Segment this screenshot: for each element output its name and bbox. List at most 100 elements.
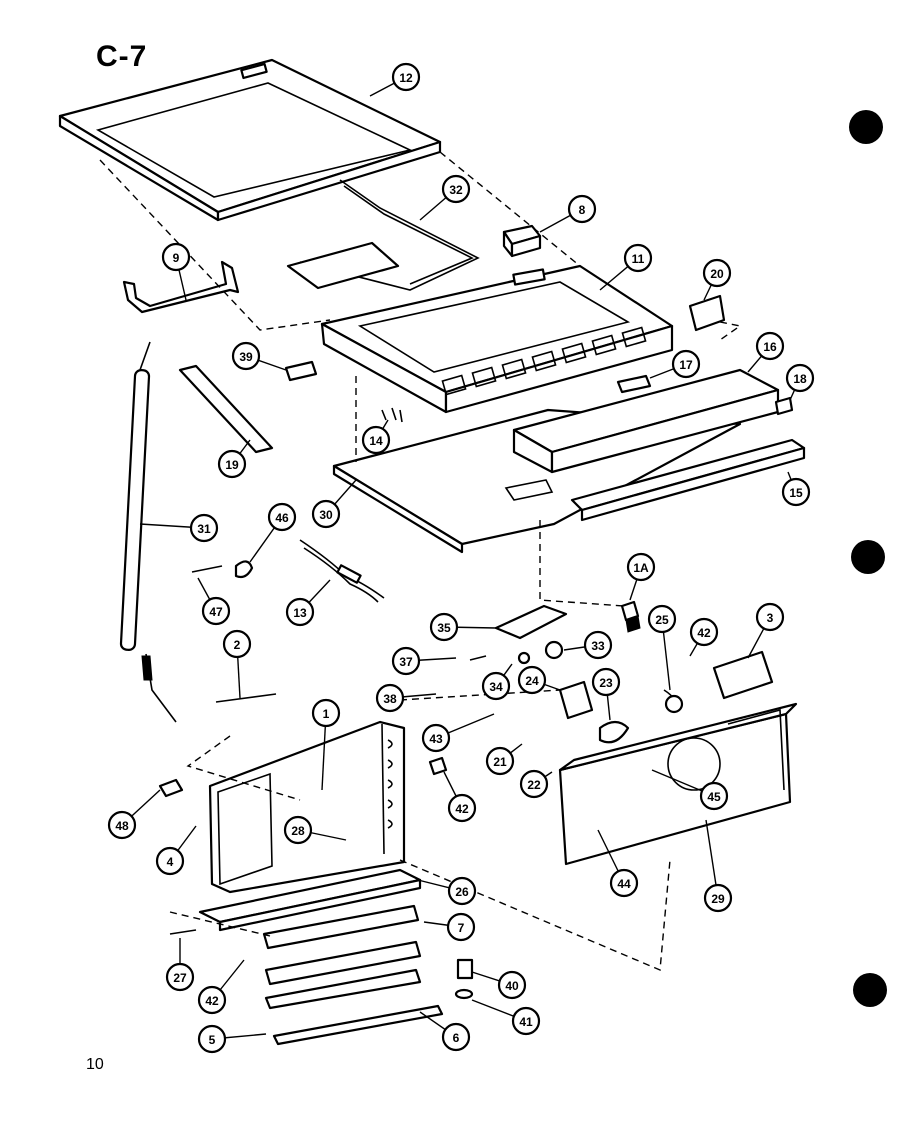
part-cover-plate xyxy=(712,650,774,700)
part-door-frame xyxy=(58,58,442,222)
callout-number: 47 xyxy=(209,605,223,619)
part-front-rail xyxy=(570,438,806,522)
callout-1A: 1A xyxy=(626,552,656,601)
part-wire-harness xyxy=(299,539,385,603)
callout-30: 30 xyxy=(311,479,357,529)
callout-number: 39 xyxy=(239,350,253,364)
callout-number: 37 xyxy=(399,655,413,669)
callout-number: 42 xyxy=(455,802,469,816)
callout-circle xyxy=(755,331,785,361)
callout-2: 2 xyxy=(222,629,252,699)
part-switch xyxy=(620,600,641,633)
callout-number: 20 xyxy=(710,267,724,281)
callout-circle xyxy=(446,912,476,942)
callout-circle xyxy=(699,781,729,811)
callout-circle xyxy=(485,746,515,776)
callout-15: 15 xyxy=(781,471,811,507)
callout-circle xyxy=(623,243,653,273)
callout-4: 4 xyxy=(155,825,197,876)
callout-37: 37 xyxy=(391,646,457,676)
callout-number: 42 xyxy=(205,994,219,1008)
callout-circle xyxy=(519,769,549,799)
callout-number: 9 xyxy=(173,251,180,265)
callout-1: 1 xyxy=(311,698,341,791)
callout-circle xyxy=(497,970,527,1000)
callout-number: 33 xyxy=(591,639,605,653)
callout-42: 42 xyxy=(689,617,719,657)
callout-circle xyxy=(107,810,137,840)
part-heating-element xyxy=(119,341,177,723)
callout-41: 41 xyxy=(471,999,541,1036)
callout-circle xyxy=(781,477,811,507)
callout-number: 26 xyxy=(455,885,469,899)
callout-number: 40 xyxy=(505,979,519,993)
callout-number: 4 xyxy=(167,855,174,869)
callout-13: 13 xyxy=(285,579,331,627)
callout-23: 23 xyxy=(591,667,621,721)
callout-circle xyxy=(689,617,719,647)
callout-16: 16 xyxy=(747,331,785,373)
callout-circle xyxy=(267,502,297,532)
callout-number: 28 xyxy=(291,824,305,838)
callout-number: 32 xyxy=(449,183,463,197)
callout-number: 35 xyxy=(437,621,451,635)
callout-circle xyxy=(311,499,341,529)
callout-circle xyxy=(583,630,613,660)
callout-number: 23 xyxy=(599,676,613,690)
callout-number: 1A xyxy=(633,561,649,575)
part-clip xyxy=(284,360,318,382)
callout-number: 17 xyxy=(679,358,693,372)
callout-circle xyxy=(511,1006,541,1036)
callout-number: 34 xyxy=(489,680,503,694)
callout-22: 22 xyxy=(519,769,553,799)
part-control-housing xyxy=(320,264,674,414)
callout-38: 38 xyxy=(375,683,437,713)
callout-circle xyxy=(703,883,733,913)
callout-number: 7 xyxy=(458,921,465,935)
callout-46: 46 xyxy=(249,502,297,563)
callout-28: 28 xyxy=(283,815,347,845)
callout-circle xyxy=(311,698,341,728)
callout-18: 18 xyxy=(785,363,815,401)
part-small-block xyxy=(502,224,542,258)
callout-number: 6 xyxy=(453,1031,460,1045)
part-small-bracket xyxy=(158,778,184,798)
callout-circle xyxy=(155,846,185,876)
part-rod xyxy=(215,693,277,703)
part-base-rail xyxy=(198,868,422,932)
callout-circle xyxy=(165,962,195,992)
callout-number: 30 xyxy=(319,508,333,522)
callout-7: 7 xyxy=(423,912,476,942)
callout-number: 15 xyxy=(789,486,803,500)
callout-circle xyxy=(222,629,252,659)
callout-5: 5 xyxy=(197,1024,267,1054)
callout-27: 27 xyxy=(165,938,195,992)
callout-circle xyxy=(671,349,701,379)
callout-number: 31 xyxy=(197,522,211,536)
callout-9: 9 xyxy=(161,242,191,301)
callout-number: 46 xyxy=(275,511,289,525)
callout-circle xyxy=(647,604,677,634)
callout-33: 33 xyxy=(563,630,613,660)
part-control-components xyxy=(558,680,684,744)
callout-26: 26 xyxy=(417,876,477,906)
callout-14: 14 xyxy=(361,419,391,455)
part-retaining-clip xyxy=(428,756,448,776)
callout-3: 3 xyxy=(747,602,785,659)
callout-circle xyxy=(375,683,405,713)
callout-number: 25 xyxy=(655,613,669,627)
callout-circle xyxy=(567,194,597,224)
callout-19: 19 xyxy=(217,439,251,479)
callout-17: 17 xyxy=(649,349,701,379)
callout-circle xyxy=(161,242,191,272)
callout-number: 24 xyxy=(525,674,539,688)
callout-42: 42 xyxy=(197,959,245,1015)
callout-48: 48 xyxy=(107,789,161,840)
callout-40: 40 xyxy=(471,970,527,1000)
callout-circle xyxy=(201,596,231,626)
callout-number: 2 xyxy=(234,638,241,652)
callout-circle xyxy=(702,258,732,288)
callout-44: 44 xyxy=(597,829,639,898)
callout-32: 32 xyxy=(419,174,471,221)
